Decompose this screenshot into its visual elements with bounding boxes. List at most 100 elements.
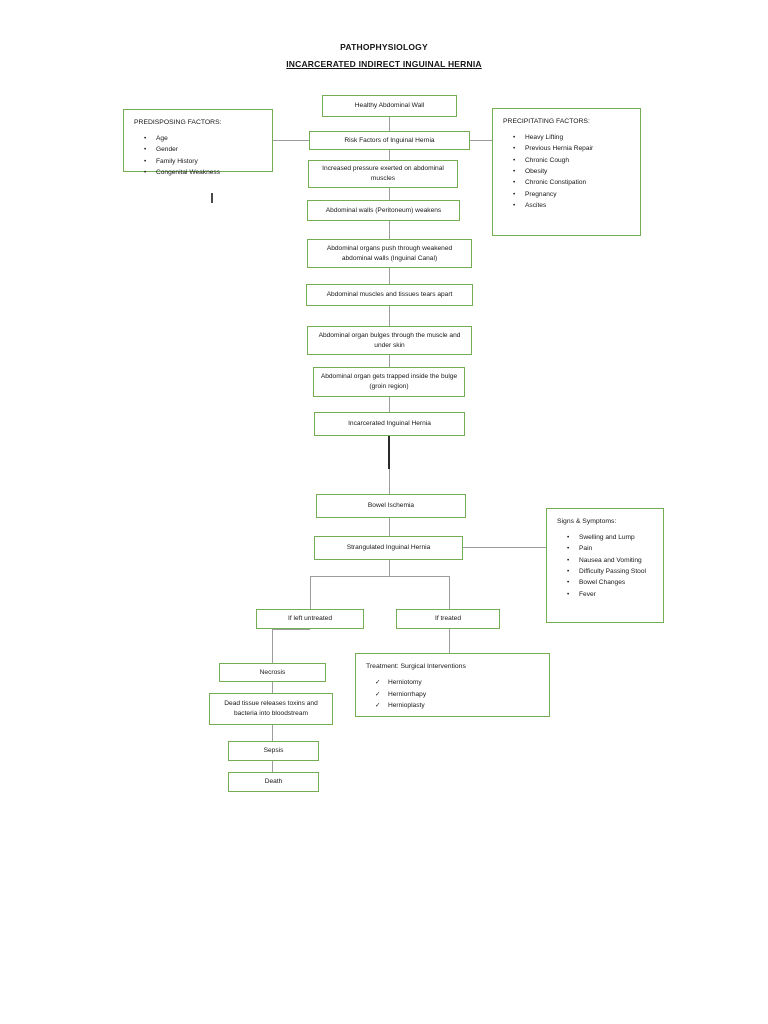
panel-signs-symptoms: Signs & Symptoms: • Swelling and Lump •Pa… <box>546 508 664 623</box>
connector-ischemia-to-strangulated <box>389 518 390 536</box>
connector-healthy-to-risk <box>389 117 390 132</box>
node-if-treated: If treated <box>396 609 500 629</box>
panel-precipitating-title: PRECIPITATING FACTORS: <box>503 118 590 125</box>
list-item: • Family History <box>144 156 262 167</box>
list-item-label: Nausea and Vomiting <box>579 556 642 564</box>
node-dead-tissue-toxins: Dead tissue releases toxins and bacteria… <box>209 693 333 725</box>
bullet-icon: • <box>513 145 516 153</box>
page-title: PATHOPHYSIOLOGY <box>340 42 428 52</box>
panel-predisposing-factors: PREDISPOSING FACTORS: •Age •Gender •Fami… <box>123 109 273 176</box>
bullet-icon: • <box>144 157 147 165</box>
stray-tick-mark <box>211 193 213 203</box>
bullet-icon: • <box>144 146 147 154</box>
node-risk-factors: Risk Factors of Inguinal Hernia <box>309 131 470 150</box>
list-item: • Nausea and Vomiting <box>567 555 653 566</box>
list-item-label: Heavy Lifting <box>525 134 564 141</box>
connector-untreated-elbow <box>272 629 310 630</box>
check-icon: ✓ <box>375 679 381 686</box>
connector-incarcerated-to-ischemia-lower <box>389 469 390 494</box>
connector-treated-to-treatment <box>449 629 450 654</box>
list-item: • Bowel Changes <box>567 577 653 588</box>
connector-dead-tissue-to-sepsis <box>272 725 273 741</box>
list-item: • Swelling and Lump <box>567 532 653 543</box>
connector-untreated-to-necrosis <box>272 629 273 663</box>
connector-branch-to-treated <box>449 576 450 609</box>
connector-peritoneum-to-organs-push <box>389 221 390 239</box>
connector-strangulated-to-branch <box>389 560 390 576</box>
node-incarcerated-hernia: Incarcerated Inguinal Hernia <box>314 412 465 436</box>
connector-sepsis-to-death <box>272 761 273 772</box>
connector-incarcerated-to-ischemia-upper <box>388 436 390 469</box>
bullet-icon: • <box>567 567 570 575</box>
list-item-label: Difficulty Passing Stool <box>579 567 646 575</box>
connector-strangulated-to-signs <box>463 547 546 548</box>
connector-organs-push-to-muscles-tear <box>389 268 390 284</box>
connector-branch-horizontal <box>310 576 450 577</box>
list-item: • Congenital Weakness <box>144 167 262 178</box>
list-item: •Ascites <box>513 200 630 211</box>
list-item: ✓ Herniorrhapy <box>375 689 539 701</box>
list-item-label: Pregnancy <box>525 190 557 198</box>
bullet-icon: • <box>567 590 570 598</box>
list-item: • Previous Hernia Repair <box>513 143 630 154</box>
list-item-label: Hernioplasty <box>388 702 425 710</box>
bullet-icon: • <box>567 534 570 541</box>
list-item-label: Previous Hernia Repair <box>525 145 594 153</box>
panel-treatment: Treatment: Surgical Interventions ✓ Herni… <box>355 653 550 717</box>
node-organ-trapped: Abdominal organ gets trapped inside the … <box>313 367 465 397</box>
connector-pressure-to-peritoneum <box>389 188 390 200</box>
node-organ-bulges: Abdominal organ bulges through the muscl… <box>307 326 472 355</box>
list-item-label: Congenital Weakness <box>156 168 221 176</box>
list-item: • Difficulty Passing Stool <box>567 566 653 577</box>
connector-necrosis-to-dead-tissue <box>272 682 273 693</box>
connector-muscles-tear-to-bulges <box>389 306 390 326</box>
list-item: • Chronic Constipation <box>513 177 630 188</box>
list-item-label: Age <box>156 135 168 142</box>
list-item-label: Fever <box>579 590 596 598</box>
list-item: •Pain <box>567 543 653 554</box>
node-bowel-ischemia: Bowel Ischemia <box>316 494 466 518</box>
node-if-left-untreated: If left untreated <box>256 609 364 629</box>
connector-trapped-to-incarcerated <box>389 397 390 412</box>
bullet-icon: • <box>567 556 570 564</box>
node-muscles-tissues-tear: Abdominal muscles and tissues tears apar… <box>306 284 473 306</box>
list-item-label: Swelling and Lump <box>579 534 635 541</box>
check-icon: ✓ <box>375 690 381 698</box>
panel-predisposing-list: •Age • Gender • Family History • Congenital… <box>134 133 262 178</box>
list-item: •Heavy Lifting <box>513 132 630 143</box>
list-item: • Gender <box>144 144 262 155</box>
connector-predisposing-to-risk <box>272 140 309 141</box>
list-item-label: Family History <box>156 157 198 165</box>
list-item-label: Chronic Constipation <box>525 179 587 187</box>
list-item-label: Bowel Changes <box>579 579 626 587</box>
list-item: •Chronic Cough <box>513 155 630 166</box>
list-item-label: Herniotomy <box>388 679 422 686</box>
bullet-icon: • <box>513 179 516 187</box>
check-icon: ✓ <box>375 702 381 710</box>
connector-bulges-to-trapped <box>389 355 390 367</box>
panel-signs-list: • Swelling and Lump •Pain • Nausea and Vom… <box>557 532 653 600</box>
bullet-icon: • <box>567 579 570 587</box>
node-death: Death <box>228 772 319 792</box>
panel-treatment-title: Treatment: Surgical Interventions <box>366 663 466 670</box>
list-item-label: Herniorrhapy <box>388 690 427 698</box>
list-item-label: Gender <box>156 146 178 154</box>
panel-treatment-list: ✓ Herniotomy ✓ Herniorrhapy ✓ Hernioplasty <box>366 677 539 712</box>
list-item: • Pregnancy <box>513 189 630 200</box>
connector-branch-to-untreated <box>310 576 311 609</box>
node-organs-push-through: Abdominal organs push through weakened a… <box>307 239 472 268</box>
bullet-icon: • <box>513 156 516 164</box>
bullet-icon: • <box>513 190 516 198</box>
node-peritoneum-weakens: Abdominal walls (Peritoneum) weakens <box>307 200 460 221</box>
node-sepsis: Sepsis <box>228 741 319 761</box>
list-item: •Age <box>144 133 262 144</box>
connector-risk-to-pressure <box>389 149 390 160</box>
panel-signs-title: Signs & Symptoms: <box>557 518 617 525</box>
bullet-icon: • <box>144 168 147 176</box>
node-healthy-abdominal-wall: Healthy Abdominal Wall <box>322 95 457 117</box>
bullet-icon: • <box>513 201 516 209</box>
list-item: •Obesity <box>513 166 630 177</box>
node-increased-pressure: Increased pressure exerted on abdominal … <box>308 160 458 188</box>
node-strangulated-hernia: Strangulated Inguinal Hernia <box>314 536 463 560</box>
